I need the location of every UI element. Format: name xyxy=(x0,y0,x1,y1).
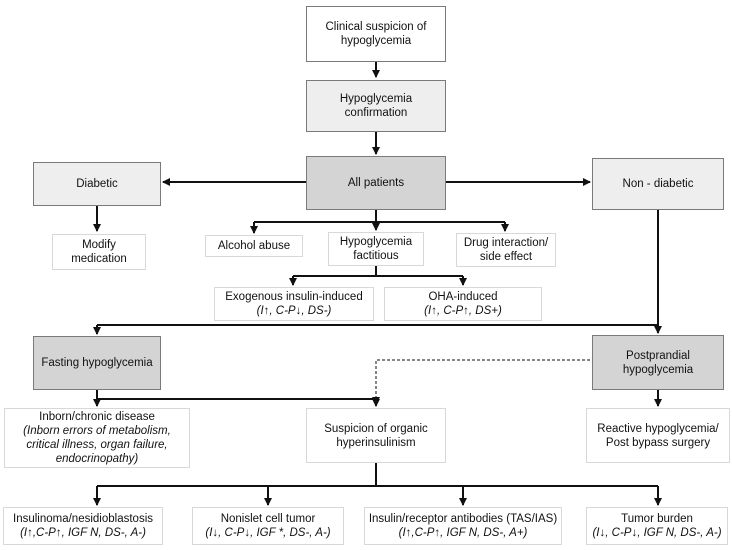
node-exogenous-insulin: Exogenous insulin-induced (I↑, C-P↓, DS-… xyxy=(214,287,374,321)
node-lab-pattern: (I↑, C-P↓, DS-) xyxy=(256,305,332,317)
dashed-postprandial-to-organic xyxy=(372,359,590,405)
branch-all-to-causes xyxy=(254,210,505,223)
node-text: confirmation xyxy=(344,107,408,119)
node-insulin-receptor-antibodies: Insulin/receptor antibodies (TAS/IAS) (I… xyxy=(364,507,562,545)
organic-branch xyxy=(97,463,658,487)
node-lab-pattern: (I↑, C-P↑, DS+) xyxy=(424,305,502,317)
node-text: critical illness, organ failure, xyxy=(26,439,168,451)
node-text: Post bypass surgery xyxy=(605,436,711,449)
node-drug-interaction: Drug interaction/ side effect xyxy=(456,233,556,267)
node-text: endocrinopathy) xyxy=(55,453,139,465)
node-modify-medication: Modify medication xyxy=(52,234,146,270)
node-text: Non - diabetic xyxy=(622,178,694,190)
node-text: Modify xyxy=(82,239,116,251)
node-text: Inborn/chronic disease xyxy=(39,411,155,423)
node-text: OHA-induced xyxy=(428,291,498,303)
node-text: Tumor burden xyxy=(621,513,693,525)
node-text: medication xyxy=(71,253,127,265)
node-text: Clinical suspicion of xyxy=(325,21,427,33)
node-alcohol-abuse: Alcohol abuse xyxy=(205,235,303,257)
node-text: factitious xyxy=(353,250,399,262)
node-lab-pattern: (I↓, C-P↓, IGF *, DS-, A-) xyxy=(205,527,331,539)
node-text: hypoglycemia xyxy=(340,35,412,47)
node-postprandial-hypoglycemia: Postprandial hypoglycemia xyxy=(592,335,724,390)
node-inborn-chronic-disease: Inborn/chronic disease (Inborn errors of… xyxy=(4,408,190,468)
node-lab-pattern: (I↑,C-P↑, IGF N, DS-, A+) xyxy=(398,527,528,539)
node-text: Suspicion of organic xyxy=(324,422,428,435)
node-text: Alcohol abuse xyxy=(217,240,291,252)
node-text: Fasting hypoglycemia xyxy=(41,357,153,369)
node-text: side effect xyxy=(479,251,533,263)
node-text: Exogenous insulin-induced xyxy=(225,291,363,303)
node-text: Hypoglycemia xyxy=(339,236,413,248)
node-text: Hypoglycemia xyxy=(339,93,413,105)
node-text: Insulin/receptor antibodies (TAS/IAS) xyxy=(368,513,558,525)
nondiabetic-to-branches xyxy=(97,210,659,326)
node-insulinoma: Insulinoma/nesidioblastosis (I↑,C-P↑, IG… xyxy=(3,507,163,545)
fasting-branch xyxy=(96,390,376,400)
node-clinical-suspicion: Clinical suspicion of hypoglycemia xyxy=(306,6,446,62)
node-text: Insulinoma/nesidioblastosis xyxy=(13,513,153,525)
node-text: All patients xyxy=(347,177,405,189)
node-non-diabetic: Non - diabetic xyxy=(592,158,724,210)
node-text: hyperinsulinism xyxy=(336,436,416,449)
node-text: hypoglycemia xyxy=(622,363,694,376)
node-text: Diabetic xyxy=(76,178,118,190)
node-nonislet-cell-tumor: Nonislet cell tumor (I↓, C-P↓, IGF *, DS… xyxy=(192,507,344,545)
node-hypoglycemia-factitious: Hypoglycemia factitious xyxy=(328,232,424,266)
node-text: Nonislet cell tumor xyxy=(220,513,316,525)
node-diabetic: Diabetic xyxy=(33,162,161,206)
node-reactive-hypoglycemia: Reactive hypoglycemia/ Post bypass surge… xyxy=(586,408,730,463)
node-fasting-hypoglycemia: Fasting hypoglycemia xyxy=(33,336,161,390)
node-hypoglycemia-confirmation: Hypoglycemia confirmation xyxy=(306,80,446,132)
node-text: Postprandial xyxy=(626,349,690,362)
node-organic-hyperinsulinism: Suspicion of organic hyperinsulinism xyxy=(306,408,446,463)
node-text: (Inborn errors of metabolism, xyxy=(23,425,171,437)
node-text: Drug interaction/ xyxy=(463,237,549,249)
branch-factitious xyxy=(293,266,463,277)
node-tumor-burden: Tumor burden (I↓, C-P↓, IGF N, DS-, A-) xyxy=(586,507,728,545)
node-lab-pattern: (I↑,C-P↑, IGF N, DS-, A-) xyxy=(20,527,146,539)
node-lab-pattern: (I↓, C-P↓, IGF N, DS-, A-) xyxy=(592,527,722,539)
node-all-patients: All patients xyxy=(306,156,446,210)
node-text: Reactive hypoglycemia/ xyxy=(597,422,719,435)
node-oha-induced: OHA-induced (I↑, C-P↑, DS+) xyxy=(384,287,542,321)
